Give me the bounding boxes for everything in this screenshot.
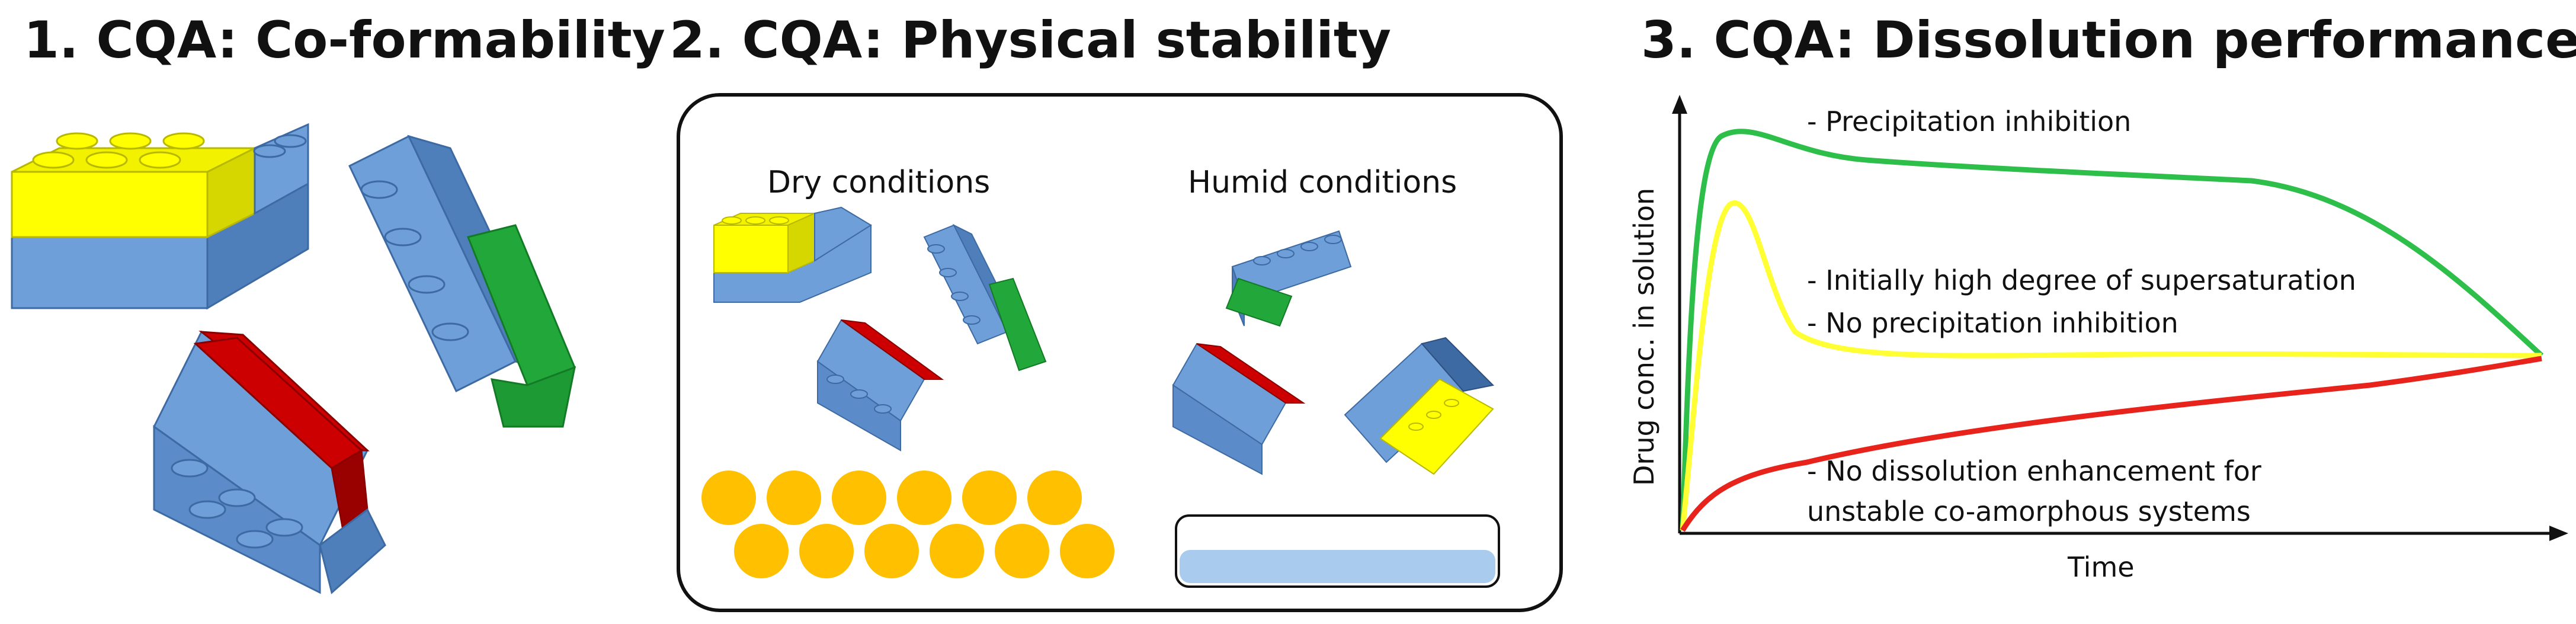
red-annotation-line-2: unstable co-amorphous systems	[1807, 495, 2251, 527]
humid-bricks	[1172, 230, 1495, 475]
y-axis-arrow	[1672, 95, 1687, 114]
stability-frame	[677, 93, 1563, 612]
yellow-curve	[1680, 200, 2542, 531]
panel-3-title: 3. CQA: Dissolution performance	[1641, 11, 2576, 70]
dry-conditions-label: Dry conditions	[767, 165, 991, 200]
x-axis-label: Time	[2068, 551, 2135, 583]
panel-1-bricks	[11, 123, 576, 594]
drug-particles	[701, 471, 1114, 578]
green-annotation: - Precipitation inhibition	[1807, 105, 2132, 137]
yellow-annotation-line-1: - Initially high degree of supersaturati…	[1807, 264, 2356, 296]
blue-green-brick	[348, 135, 576, 428]
dry-bricks	[713, 206, 1047, 452]
water-container	[1175, 514, 1500, 588]
red-blue-brick	[153, 330, 386, 594]
humid-conditions-label: Humid conditions	[1188, 165, 1457, 200]
panel-2-title: 2. CQA: Physical stability	[669, 11, 1392, 70]
dissolution-chart	[1672, 95, 2568, 541]
x-axis-arrow	[2549, 526, 2568, 541]
green-curve	[1680, 129, 2544, 531]
stacked-yellow-blue-brick	[11, 123, 309, 310]
panel-1-title: 1. CQA: Co-formability	[24, 11, 665, 70]
red-curve	[1680, 356, 2542, 532]
y-axis-label: Drug conc. in solution	[1628, 187, 1660, 486]
red-annotation-line-1: - No dissolution enhancement for	[1807, 455, 2261, 487]
yellow-annotation-line-2: - No precipitation inhibition	[1807, 307, 2178, 339]
